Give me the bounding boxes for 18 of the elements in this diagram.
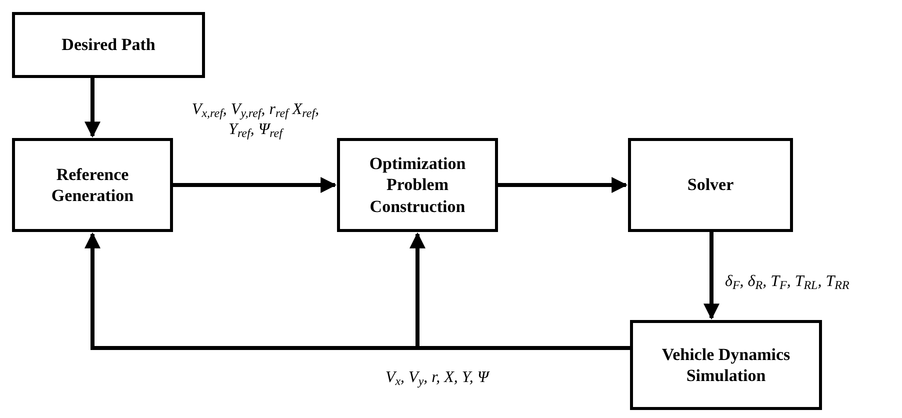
process-box — [12, 138, 173, 232]
process-box — [12, 12, 205, 78]
box-label: Desired Path — [62, 34, 156, 56]
arrow — [173, 177, 337, 193]
edge-label: V$_{x}$, V$_{y}$, r, X, Y, Ψ — [384, 368, 491, 388]
box-label: Optimization Problem Construction — [368, 153, 467, 217]
process-box — [628, 138, 793, 232]
edge-label: δ$_{F}$, δ$_{R}$, T$_{F}$, T$_{RL}$, T$_{RR}$ — [725, 272, 850, 292]
process-box — [337, 138, 498, 232]
process-box — [630, 320, 822, 410]
box-label: Vehicle Dynamics Simulation — [660, 344, 792, 386]
arrow — [498, 177, 628, 193]
box-label: Reference Generation — [50, 164, 135, 206]
edge-label: V$_{x,ref}$, V$_{y,ref}$, r$_{ref}$ X$_{ref}$, Y$_{ref}$, Ψ$_{ref}$ — [190, 100, 320, 140]
box-label: Solver — [687, 174, 734, 196]
arrow — [410, 232, 630, 350]
arrow — [84, 78, 100, 138]
arrow — [704, 232, 720, 320]
